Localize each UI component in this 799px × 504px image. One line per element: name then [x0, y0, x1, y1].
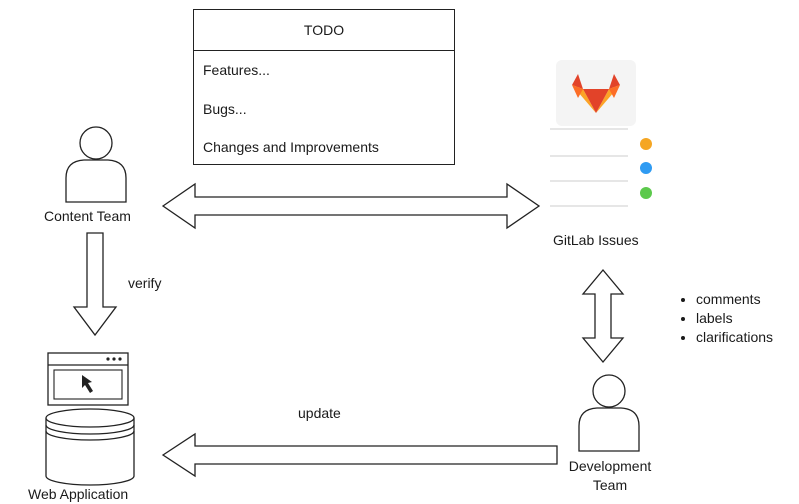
- development-team-person-icon: [578, 374, 640, 452]
- web-application-label: Web Application: [28, 486, 129, 502]
- content-gitlab-double-arrow: [161, 182, 541, 230]
- todo-title: TODO: [194, 10, 454, 51]
- todo-item-features: Features...: [203, 62, 270, 78]
- todo-item-bugs: Bugs...: [203, 101, 247, 117]
- list-item: comments: [696, 290, 773, 309]
- browser-window-icon: [47, 352, 129, 406]
- update-left-arrow: [161, 432, 558, 478]
- todo-item-changes: Changes and Improvements: [203, 139, 379, 155]
- list-item: labels: [696, 309, 773, 328]
- verify-label: verify: [128, 275, 162, 291]
- cursor-icon: [82, 375, 93, 393]
- gitlab-dev-double-arrow: [581, 268, 625, 364]
- update-label: update: [298, 405, 341, 421]
- list-item: clarifications: [696, 328, 773, 347]
- content-team-person-icon: [65, 126, 127, 203]
- database-icon: [45, 408, 135, 486]
- development-team-label: Development Team: [558, 457, 662, 495]
- development-team-label-line2: Team: [592, 477, 628, 493]
- gitlab-issues-label: GitLab Issues: [553, 232, 639, 248]
- verify-down-arrow: [72, 232, 118, 337]
- development-team-label-line1: Development: [568, 458, 652, 474]
- todo-box: TODO Features... Bugs... Changes and Imp…: [193, 9, 455, 165]
- gitlab-issues-list-icon: [550, 128, 652, 207]
- gitlab-logo-icon: [556, 60, 636, 126]
- dev-notes-list: comments labels clarifications: [676, 290, 773, 347]
- content-team-label: Content Team: [44, 208, 131, 224]
